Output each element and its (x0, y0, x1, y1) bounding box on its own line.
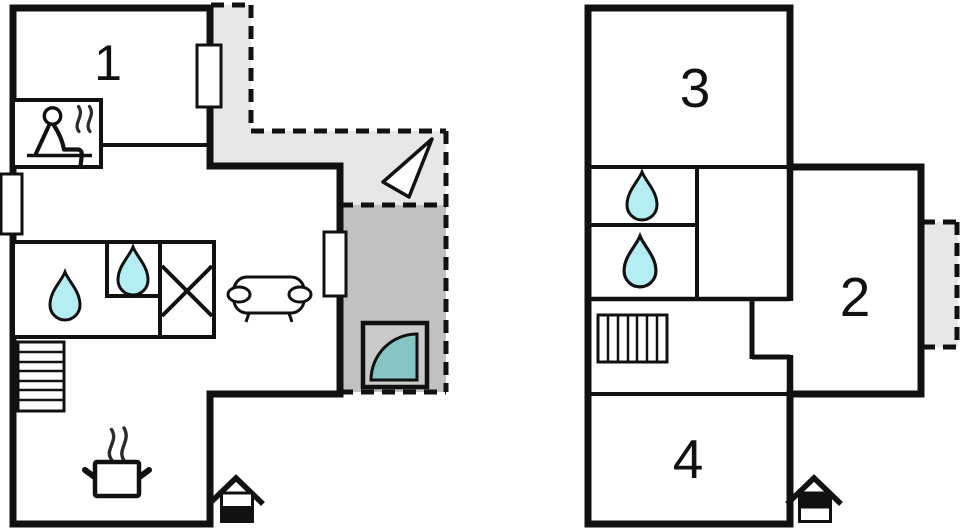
balcony-dashed-border (922, 219, 960, 350)
sauna-person-head (42, 106, 63, 126)
floor-marker-level-fill (799, 493, 831, 509)
window (195, 43, 223, 109)
water-drop-icon (48, 267, 82, 322)
hot-tub-icon (360, 320, 430, 390)
room-2-label: 2 (840, 266, 871, 328)
hot-tub-water (369, 332, 419, 382)
stairs-treads (18, 350, 64, 402)
terrace-dashed-border (211, 2, 449, 395)
pot-body (92, 459, 142, 499)
stairs-outline (596, 313, 669, 364)
window (0, 172, 24, 236)
sofa-armrest (226, 285, 252, 304)
cooking-pot-icon (82, 426, 152, 499)
sauna-person-body (51, 123, 84, 169)
water-drop-icon (622, 231, 658, 289)
stairs-icon (596, 313, 669, 364)
water-drop-icon (116, 242, 150, 297)
water-drop-icon (625, 167, 659, 222)
pot-steam-lines (107, 426, 128, 463)
window (322, 230, 348, 298)
sauna-steam-lines (75, 104, 94, 134)
north-arrow-icon (381, 137, 434, 199)
ground-floor-icon (207, 474, 265, 523)
stairs-icon (16, 340, 66, 413)
sofa-armrest (287, 285, 313, 304)
ground-floor-plan: 1 (0, 2, 449, 528)
balcony-area (922, 222, 958, 347)
floor-marker-level-fill (221, 506, 253, 522)
upper-floor-icon (785, 474, 843, 523)
sauna-icon (11, 98, 103, 169)
room-1-label: 1 (94, 35, 122, 91)
upper-floor-plan: 3 2 4 (584, 4, 960, 528)
stairs-treads (606, 315, 659, 362)
terrace-area (210, 5, 446, 205)
sofa-icon (226, 275, 313, 323)
wardrobe-icon (160, 264, 214, 318)
sauna-person-arm (34, 124, 51, 156)
room-3-label: 3 (680, 57, 711, 119)
room-4-label: 4 (673, 428, 704, 490)
